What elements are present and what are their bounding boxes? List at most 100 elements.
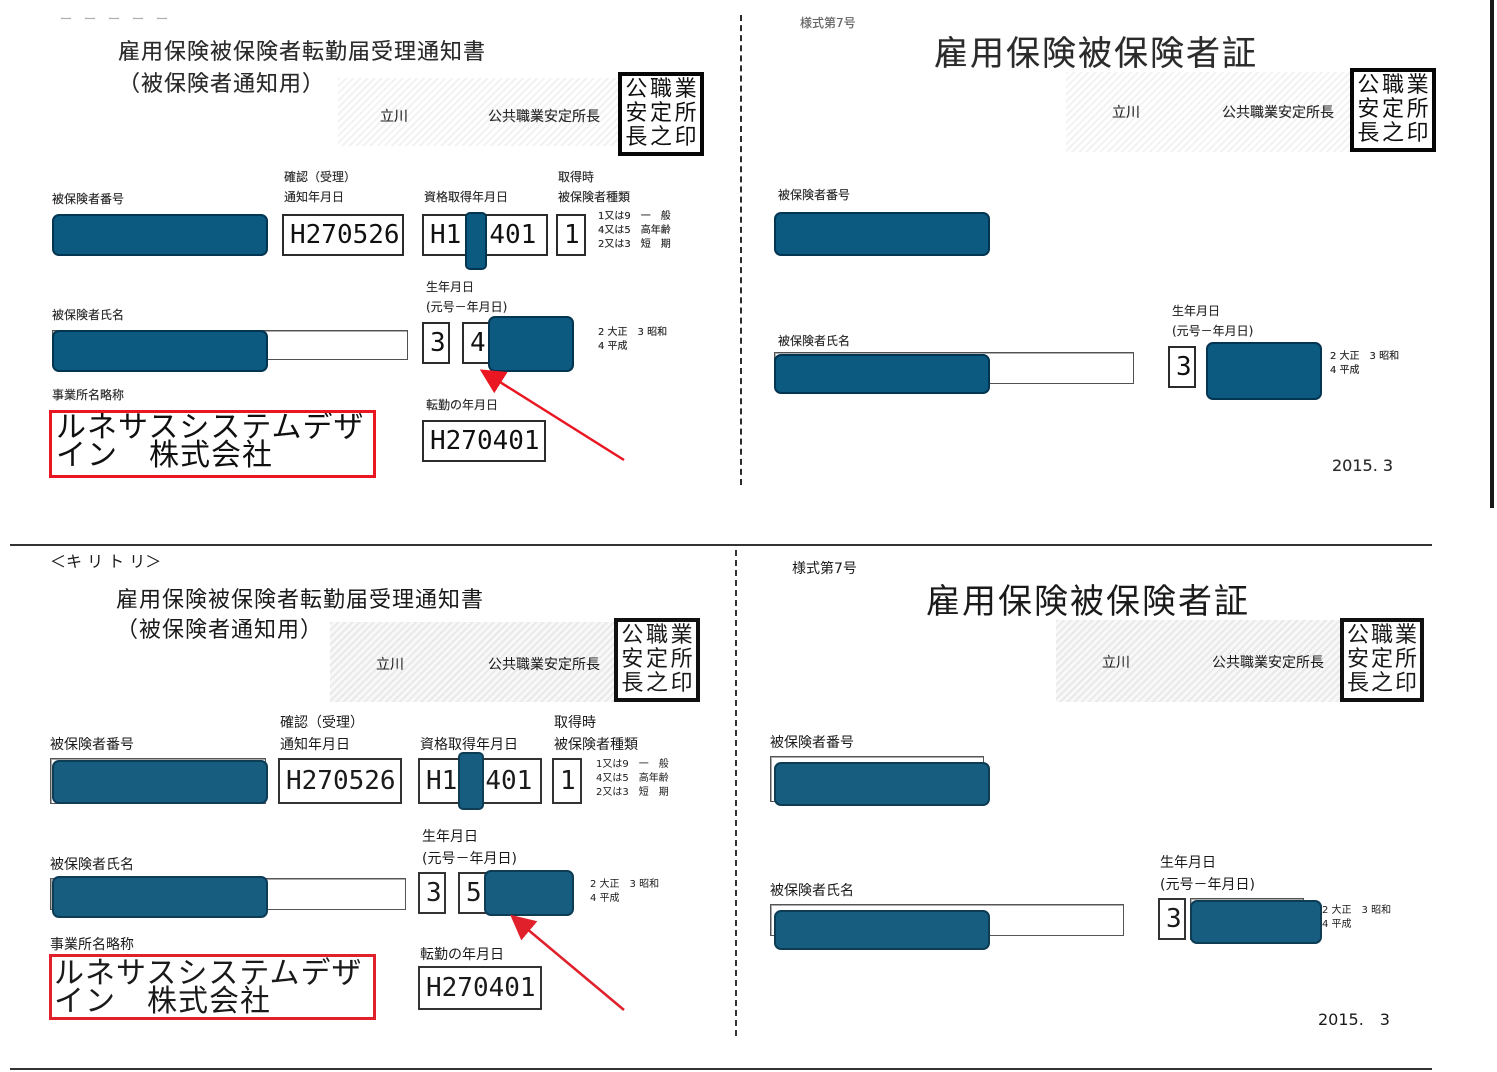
era-option: 4 平成	[1330, 365, 1360, 376]
top-header-marks: ー ー ー ー ー	[60, 12, 169, 26]
type-option: 2又は3 短 期	[598, 239, 671, 250]
top-right-office-city: 立川	[1112, 105, 1140, 121]
top-center-divider	[740, 15, 742, 485]
seal-char: 印	[670, 671, 693, 696]
bottom-right-birth-redaction	[1190, 900, 1322, 944]
bottom-right-era-box: 3	[1158, 898, 1186, 940]
bottom-center-divider	[735, 550, 737, 1036]
bottom-left-office-name: 公共職業安定所長	[488, 657, 600, 673]
top-right-name-redaction	[774, 354, 990, 394]
seal-char: 業	[674, 77, 697, 102]
type-option: 1又は9 一 般	[598, 211, 671, 222]
bottom-left-label-type-top: 取得時	[554, 715, 596, 731]
bottom-left-label-confirm-bottom: 通知年月日	[280, 737, 350, 753]
seal-char: 長	[1357, 121, 1380, 146]
bottom-right-label-name: 被保険者氏名	[770, 883, 854, 899]
seal-char: 公	[1357, 73, 1380, 98]
seal-char: 印	[674, 125, 697, 150]
bottom-left-office-city: 立川	[376, 657, 404, 673]
top-left-insured-number-redaction	[52, 214, 268, 256]
top-right-label-birth-bottom: (元号－年月日)	[1172, 324, 1254, 338]
bottom-left-label-type-bottom: 被保険者種類	[554, 737, 638, 753]
top-left-office-city: 立川	[380, 109, 408, 125]
bottom-left-birth-redaction	[484, 870, 574, 916]
top-right-footer-date: 2015. 3	[1332, 456, 1394, 475]
seal-char: 安	[1346, 647, 1369, 672]
seal-char: 之	[649, 125, 672, 150]
bottom-left-subtitle: （被保険者通知用）	[116, 618, 324, 643]
top-left-name-redaction	[52, 330, 268, 372]
seal-char: 公	[621, 623, 644, 648]
bottom-left-acquired-date-redaction	[458, 752, 484, 810]
office-short-line2: イン 株式会社	[56, 438, 273, 473]
era-option: 2 大正 3 昭和	[590, 879, 660, 890]
bottom-right-era-options: 2 大正 3 昭和 4 平成	[1322, 904, 1391, 932]
top-left-era-box: 3	[422, 322, 450, 364]
type-option: 2又は3 短 期	[596, 787, 669, 798]
bottom-left-era-options: 2 大正 3 昭和 4 平成	[590, 878, 659, 906]
top-right-border	[1490, 0, 1494, 508]
top-right-form-number: 様式第7号	[800, 16, 856, 30]
top-left-label-insured-number: 被保険者番号	[52, 192, 125, 206]
seal-char: 定	[649, 101, 672, 126]
bottom-left-label-name: 被保険者氏名	[50, 857, 134, 873]
top-annotation-arrow	[479, 369, 625, 462]
top-right-official-seal: 公 職 業 安 定 所 長 之 印	[1350, 68, 1436, 152]
bottom-right-office-name: 公共職業安定所長	[1212, 655, 1324, 671]
top-left-official-seal: 公 職 業 安 定 所 長 之 印	[618, 72, 704, 156]
seal-char: 公	[625, 77, 648, 102]
seal-char: 公	[1346, 623, 1369, 648]
seal-char: 所	[670, 647, 693, 672]
bottom-left-transfer-date-box: H270401	[418, 966, 542, 1010]
bottom-left-label-office-short: 事業所名略称	[50, 937, 134, 953]
bottom-left-type-options: 1又は9 一 般 4又は5 高年齢 2又は3 短 期	[596, 758, 669, 800]
seal-char: 所	[1394, 647, 1417, 672]
bottom-left-era-box: 3	[418, 872, 446, 914]
bottom-left-security-pattern	[330, 622, 628, 702]
seal-char: 長	[1346, 671, 1369, 696]
office-short-line2: イン 株式会社	[54, 984, 271, 1019]
bottom-left-label-acquired: 資格取得年月日	[420, 737, 518, 753]
type-option: 4又は5 高年齢	[598, 225, 671, 236]
seal-char: 之	[1370, 671, 1393, 696]
seal-char: 印	[1394, 671, 1417, 696]
bottom-right-name-redaction	[774, 910, 990, 950]
seal-char: 職	[1370, 623, 1393, 648]
seal-char: 業	[1406, 73, 1429, 98]
bottom-left-official-seal: 公 職 業 安 定 所 長 之 印	[614, 618, 700, 702]
seal-char: 定	[1370, 647, 1393, 672]
seal-char: 長	[621, 671, 644, 696]
top-scan-document: ー ー ー ー ー 雇用保険被保険者転勤届受理通知書 （被保険者通知用） 立川 …	[0, 0, 1497, 510]
top-right-birth-redaction	[1206, 342, 1322, 400]
seal-char: 業	[1394, 623, 1417, 648]
top-right-office-name: 公共職業安定所長	[1222, 105, 1334, 121]
top-left-label-type-top: 取得時	[558, 170, 595, 184]
top-left-confirm-date-box: H270526	[282, 214, 404, 256]
bottom-clean-document: ＜キ リ ト リ＞ 雇用保険被保険者転勤届受理通知書 （被保険者通知用） 立川 …	[0, 546, 1497, 1072]
era-option: 2 大正 3 昭和	[1322, 905, 1392, 916]
bottom-left-label-insured-number: 被保険者番号	[50, 737, 134, 753]
seal-char: 安	[1357, 97, 1380, 122]
bottom-right-form-number: 様式第7号	[792, 561, 857, 577]
seal-char: 所	[674, 101, 697, 126]
top-left-label-transfer: 転勤の年月日	[426, 398, 499, 412]
top-left-transfer-date-box: H270401	[422, 420, 546, 462]
bottom-left-office-highlight	[49, 954, 376, 1020]
top-right-title: 雇用保険被保険者証	[934, 34, 1258, 74]
top-left-label-type-bottom: 被保険者種類	[558, 190, 631, 204]
bottom-right-footer-date: 2015. 3	[1318, 1010, 1390, 1029]
top-left-office-name: 公共職業安定所長	[488, 109, 600, 125]
top-left-label-confirm-top: 確認（受理）	[284, 170, 357, 184]
bottom-left-label-transfer: 転勤の年月日	[420, 947, 504, 963]
top-left-label-birth-bottom: (元号－年月日)	[426, 300, 508, 314]
bottom-left-title: 雇用保険被保険者転勤届受理通知書	[116, 588, 485, 613]
seal-char: 定	[1381, 97, 1404, 122]
top-left-label-acquired: 資格取得年月日	[424, 190, 509, 204]
acquired-date-prefix: H1	[426, 766, 458, 796]
top-right-label-birth-top: 生年月日	[1172, 304, 1221, 318]
era-option: 4 平成	[590, 893, 620, 904]
bottom-right-label-birth-top: 生年月日	[1160, 855, 1216, 871]
bottom-left-office-short-name: ルネサスシステムデザ イン 株式会社	[54, 959, 363, 1019]
seal-char: 安	[625, 101, 648, 126]
top-left-office-highlight	[49, 410, 376, 478]
